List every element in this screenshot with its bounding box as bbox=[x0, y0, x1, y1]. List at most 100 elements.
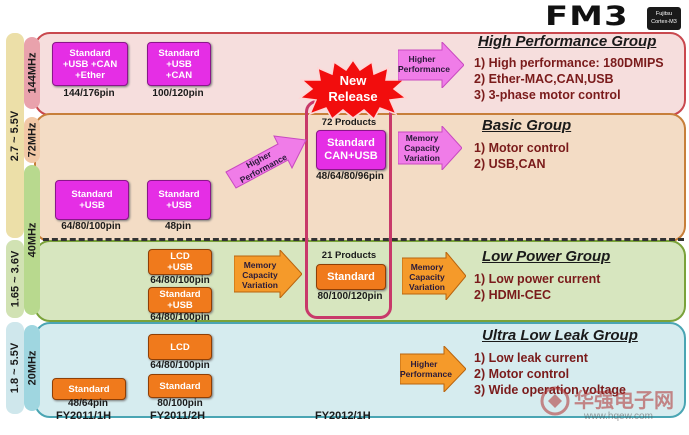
product-box-lp-new: Standard bbox=[316, 264, 386, 290]
product-box-basic-1: Standard +USB bbox=[55, 180, 129, 220]
freq-bar-20mhz: 20MHz bbox=[24, 325, 40, 411]
group-features-low-power: 1) Low power current 2) HDMI-CEC bbox=[474, 271, 600, 303]
pin-label: 64/80/100pin bbox=[61, 221, 121, 232]
feature-item: 1) Motor control bbox=[474, 141, 570, 155]
box-line: +USB bbox=[167, 262, 193, 273]
box-line: +USB +CAN bbox=[62, 58, 118, 70]
arrow-right-icon bbox=[401, 250, 467, 302]
arrow-line: Performance bbox=[398, 64, 450, 74]
box-line: LCD bbox=[170, 341, 190, 353]
arrow-right-icon bbox=[397, 40, 465, 90]
pin-label: 64/80/100pin bbox=[150, 312, 210, 323]
feature-item: 1) High performance: 180DMIPS bbox=[474, 56, 664, 70]
watermark-cn: 华强电子网 bbox=[574, 388, 674, 412]
box-line: Standard bbox=[158, 189, 200, 200]
pin-label: 48/64pin bbox=[67, 398, 109, 409]
new-release-burst-icon bbox=[298, 58, 408, 120]
group-features-basic: 1) Motor control 2) USB,CAN bbox=[474, 140, 569, 172]
pin-label: 100/120pin bbox=[152, 88, 204, 99]
arrow-text: Higher Performance bbox=[400, 359, 452, 379]
voltage-label: 1.8 ~ 5.5V bbox=[9, 342, 21, 394]
box-line: +USB bbox=[167, 300, 193, 311]
pin-label: 80/100pin bbox=[157, 398, 203, 409]
product-box-lp-lcd: LCD +USB bbox=[148, 249, 212, 275]
box-line: Standard bbox=[68, 383, 110, 395]
arrow-right-icon bbox=[399, 344, 467, 394]
box-line: +USB bbox=[166, 200, 192, 211]
feature-item: 2) Ether-MAC,CAN,USB bbox=[474, 72, 614, 86]
group-title-high-performance: High Performance Group bbox=[478, 33, 657, 50]
group-title-low-power: Low Power Group bbox=[482, 248, 611, 265]
box-line: +USB bbox=[166, 58, 192, 70]
arrow-text: Memory Capacity Variation bbox=[398, 133, 446, 163]
freq-label: 72MHz bbox=[26, 122, 38, 158]
group-title-basic: Basic Group bbox=[482, 117, 572, 134]
pin-label: 144/176pin bbox=[63, 88, 115, 99]
new-release-line2: Release bbox=[328, 89, 378, 104]
ultra-low-leak-group-panel bbox=[34, 322, 686, 418]
pin-label: 48pin bbox=[164, 221, 192, 232]
box-line: Standard bbox=[69, 47, 111, 59]
product-box-hp-2: Standard +USB +CAN bbox=[147, 42, 211, 86]
watermark-logo-icon bbox=[540, 386, 570, 416]
arrow-right-icon bbox=[233, 248, 303, 300]
arrow-memory-capacity-lp-left: Memory Capacity Variation bbox=[233, 248, 303, 300]
product-box-lp-standard: Standard +USB bbox=[148, 287, 212, 313]
freq-bar-40mhz: 40MHz bbox=[24, 165, 40, 315]
freq-bar-72mhz: 72MHz bbox=[24, 117, 40, 163]
feature-item: 2) USB,CAN bbox=[474, 157, 546, 171]
arrow-memory-capacity-basic: Memory Capacity Variation bbox=[397, 124, 463, 172]
divider-dashed bbox=[34, 238, 684, 241]
freq-label: 20MHz bbox=[26, 350, 38, 386]
fm3-logo: FM3 Fujitsu Cortex-M3 bbox=[545, 1, 685, 32]
arrow-line: Capacity bbox=[242, 270, 278, 280]
arrow-line: Higher bbox=[408, 54, 436, 64]
group-features-high-performance: 1) High performance: 180DMIPS 2) Ether-M… bbox=[474, 55, 664, 103]
feature-item: 3) 3-phase motor control bbox=[474, 88, 621, 102]
logo-text: FM3 bbox=[545, 1, 629, 32]
arrow-higher-performance-diagonal: Higher Performance bbox=[222, 132, 308, 192]
new-release-label: New Release bbox=[320, 73, 386, 105]
pin-label: 64/80/100pin bbox=[150, 360, 210, 371]
voltage-bar-1-8-5-5: 1.8 ~ 5.5V bbox=[6, 322, 24, 414]
new-release-line1: New bbox=[339, 73, 367, 88]
arrow-line: Variation bbox=[409, 282, 445, 292]
pin-label: 80/100/120pin bbox=[317, 291, 383, 302]
logo-badge-line2: Cortex-M3 bbox=[651, 19, 677, 25]
feature-item: 1) Low power current bbox=[474, 272, 601, 286]
arrow-line: Capacity bbox=[404, 143, 440, 153]
feature-item: 2) Motor control bbox=[474, 367, 570, 381]
watermark: 华强电子网 www.hqew.com bbox=[540, 384, 685, 432]
arrow-line: Higher bbox=[410, 359, 438, 369]
feature-item: 1) Low leak current bbox=[474, 351, 588, 365]
arrow-text: Memory Capacity Variation bbox=[402, 262, 452, 292]
timeline-label-fy2011-1h: FY2011/1H bbox=[56, 410, 112, 422]
arrow-line: Performance bbox=[400, 369, 452, 379]
box-line: Standard bbox=[327, 270, 375, 283]
arrow-line: Memory bbox=[405, 133, 439, 143]
arrow-text: Memory Capacity Variation bbox=[234, 260, 286, 290]
group-title-ultra-low-leak: Ultra Low Leak Group bbox=[482, 327, 638, 344]
arrow-line: Memory bbox=[410, 262, 444, 272]
freq-label: 40MHz bbox=[26, 222, 38, 258]
arrow-line: Variation bbox=[404, 153, 440, 163]
arrow-line: Memory bbox=[243, 260, 277, 270]
box-line: Standard bbox=[159, 380, 201, 392]
arrow-text: Higher Performance bbox=[398, 54, 450, 74]
voltage-label: 1.65 ~ 3.6V bbox=[9, 250, 22, 308]
logo-badge: Fujitsu Cortex-M3 bbox=[647, 7, 681, 30]
box-line: +CAN bbox=[165, 69, 193, 81]
arrow-diagonal-icon bbox=[225, 135, 307, 189]
arrow-higher-performance-hp: Higher Performance bbox=[397, 40, 465, 90]
arrow-memory-capacity-lp-right: Memory Capacity Variation bbox=[401, 250, 467, 302]
arrow-line: Variation bbox=[242, 280, 278, 290]
arrow-line: Capacity bbox=[409, 272, 445, 282]
product-count: 21 Products bbox=[321, 250, 377, 261]
logo-badge-line1: Fujitsu bbox=[655, 11, 673, 17]
product-box-hp-1: Standard +USB +CAN +Ether bbox=[52, 42, 128, 86]
arrow-higher-performance-ul: Higher Performance bbox=[399, 344, 467, 394]
box-line: Standard bbox=[327, 137, 375, 149]
timeline-label-fy2012-1h: FY2012/1H bbox=[315, 410, 371, 422]
product-box-basic-new: Standard CAN+USB bbox=[316, 130, 386, 170]
product-box-ul-standard: Standard bbox=[148, 374, 212, 398]
